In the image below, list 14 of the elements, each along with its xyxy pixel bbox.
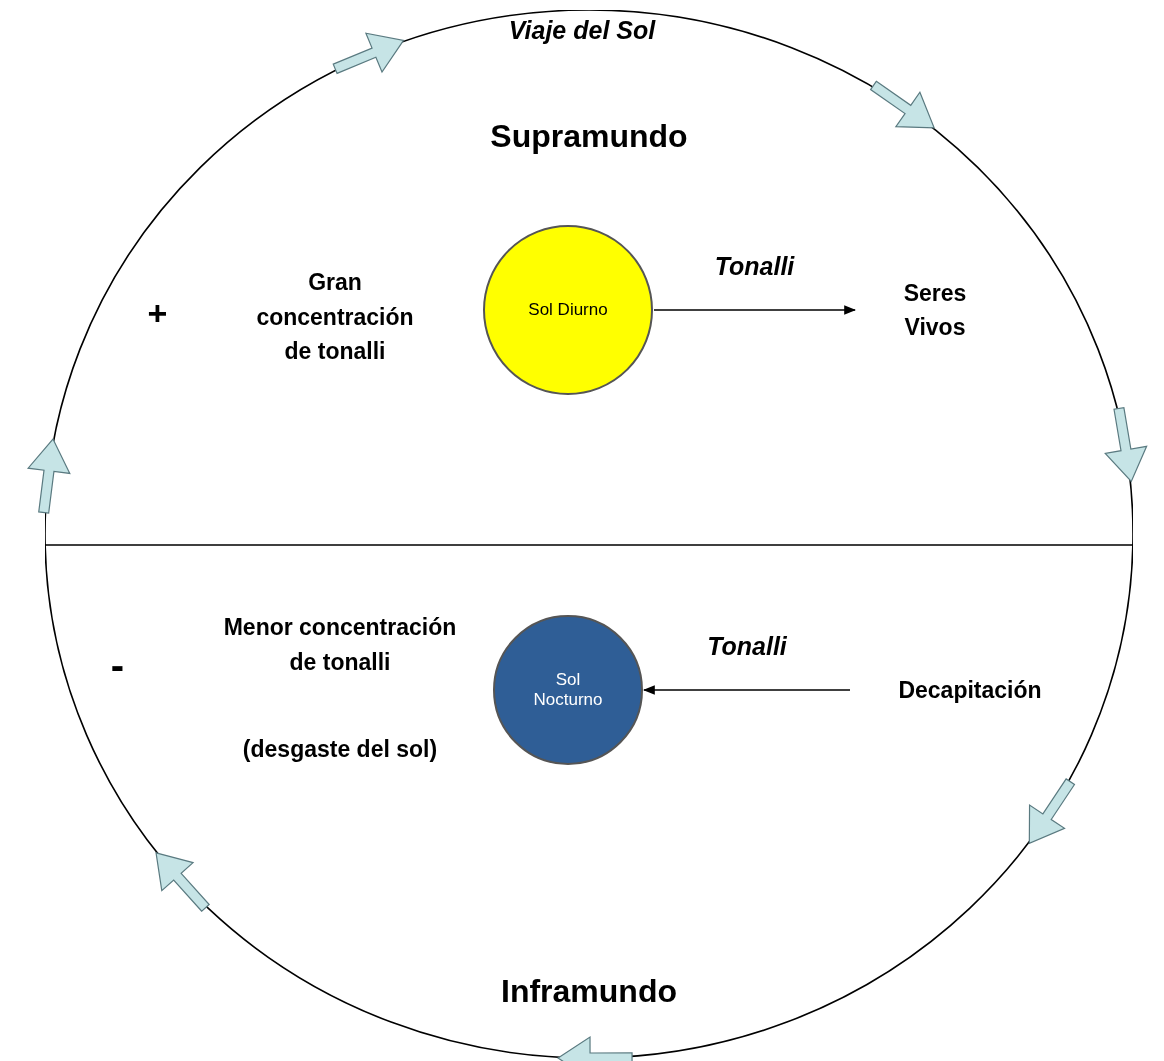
region-heading: Supramundo	[490, 118, 688, 155]
upper-half-region	[45, 10, 1133, 545]
text-label: Gran concentración de tonalli	[255, 268, 415, 366]
diagram-title: Viaje del Sol	[508, 16, 656, 44]
text-label: Menor concentración de tonalli	[222, 613, 458, 677]
sign-label: +	[147, 293, 168, 334]
lower-half-region	[45, 545, 1133, 1058]
node-text: Decapitación	[898, 675, 1042, 705]
arrow	[642, 685, 851, 695]
node-text: Seres Vivos	[902, 278, 968, 342]
text-label: (desgaste del sol)	[242, 735, 438, 764]
arrow	[653, 305, 857, 315]
sign-label: -	[110, 642, 125, 689]
region-heading: Inframundo	[501, 973, 677, 1010]
